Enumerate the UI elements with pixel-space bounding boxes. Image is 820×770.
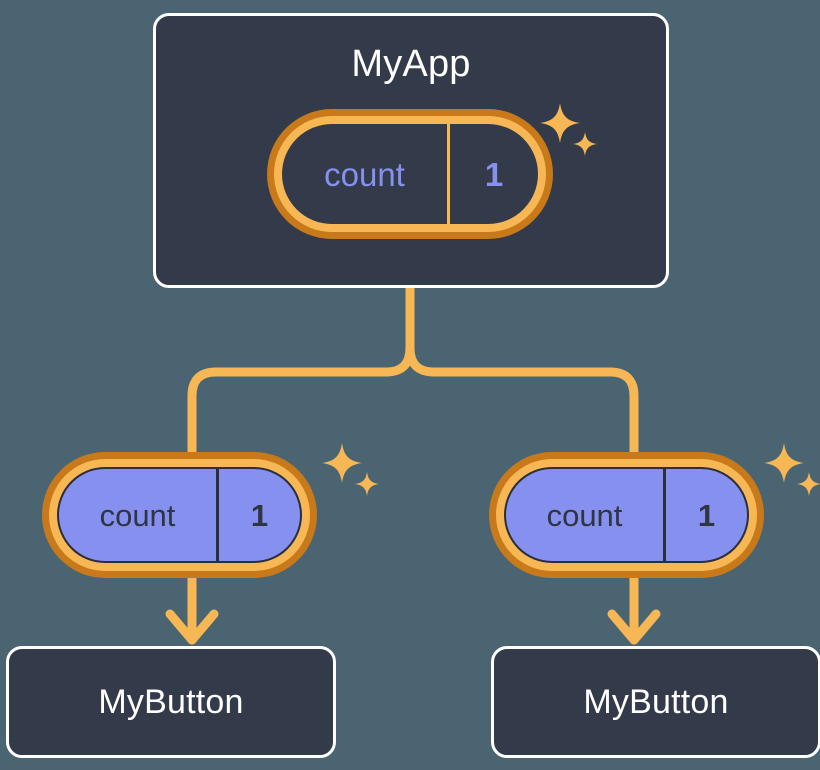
state-pill-inner-ring: count 1	[274, 116, 546, 232]
branch-wire-left	[187, 343, 415, 457]
state-pill-face: count 1	[57, 467, 302, 563]
state-pill-inner-ring: count 1	[49, 459, 310, 571]
branch-wire-right	[405, 343, 639, 457]
state-pill-face: count 1	[504, 467, 749, 563]
state-pill-face: count 1	[282, 124, 538, 224]
sparkle-small-icon	[797, 472, 820, 496]
page-title: MyApp	[351, 43, 471, 85]
arrow-head-left	[165, 609, 219, 645]
card-mybutton-right-label: MyButton	[583, 683, 729, 721]
state-key-label: count	[282, 124, 450, 224]
state-pill-right[interactable]: count 1	[489, 452, 764, 578]
state-value-label: 1	[484, 155, 504, 193]
state-value-label: 1	[250, 497, 269, 533]
sparkles-icon	[764, 443, 820, 496]
sparkles-icon	[322, 443, 379, 496]
sparkle-large-icon	[322, 443, 362, 483]
arrow-head-right	[607, 609, 661, 645]
state-pill-inner-ring: count 1	[496, 459, 757, 571]
state-key-label: count	[59, 469, 219, 561]
card-mybutton-left-label: MyButton	[98, 683, 244, 721]
card-mybutton-left[interactable]: MyButton	[6, 646, 336, 758]
state-pill-left[interactable]: count 1	[42, 452, 317, 578]
card-mybutton-right[interactable]: MyButton	[491, 646, 820, 758]
sparkle-small-icon	[355, 472, 379, 496]
state-value-label: 1	[697, 497, 716, 533]
state-key-label: count	[506, 469, 666, 561]
sparkle-large-icon	[764, 443, 804, 483]
state-pill-myapp[interactable]: count 1	[267, 109, 553, 239]
